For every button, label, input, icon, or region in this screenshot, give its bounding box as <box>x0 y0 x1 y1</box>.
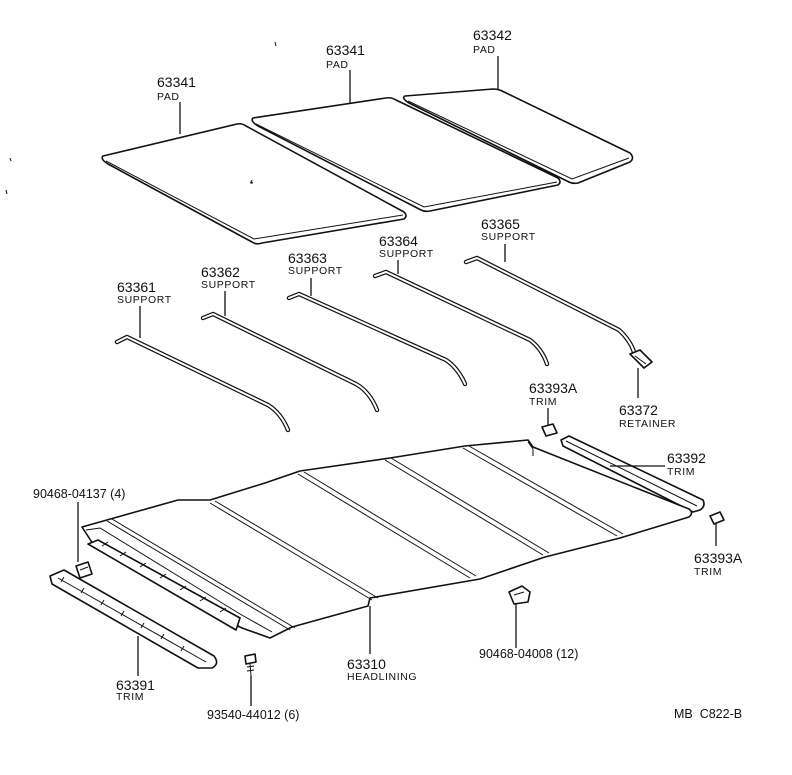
reference-code: MB C822-B <box>674 707 742 721</box>
svg-text:TRIM: TRIM <box>694 566 722 578</box>
label-support-1: 63361 SUPPORT <box>117 279 172 306</box>
label-clip-4137: 90468-04137 (4) <box>33 487 125 501</box>
trim-clip-top <box>541 423 558 437</box>
svg-text:63341: 63341 <box>326 42 365 58</box>
pad-left <box>101 122 407 245</box>
svg-text:TRIM: TRIM <box>529 396 557 408</box>
pad-middle <box>251 96 561 213</box>
svg-text:RETAINER: RETAINER <box>619 418 676 430</box>
clip-90468-04008 <box>508 585 531 605</box>
label-clip-4008: 90468-04008 (12) <box>479 647 578 661</box>
label-support-4: 63364 SUPPORT <box>379 233 434 260</box>
retainer-clip <box>629 349 653 369</box>
trim-clip-bottom <box>709 511 725 525</box>
svg-text:63372: 63372 <box>619 402 658 418</box>
trim-strip-63391 <box>49 569 218 669</box>
label-trim-391: 63391 TRIM <box>116 677 155 703</box>
pad-mark <box>249 179 254 185</box>
label-trim-393a-bottom: 63393A TRIM <box>694 550 743 578</box>
svg-text:63365: 63365 <box>481 216 520 232</box>
scan-speck <box>274 41 277 47</box>
support-rod-3 <box>286 291 468 387</box>
scan-speck <box>5 189 8 195</box>
svg-text:63392: 63392 <box>667 450 706 466</box>
label-screw: 93540-44012 (6) <box>207 708 299 722</box>
svg-text:63363: 63363 <box>288 250 327 266</box>
screw-93540-44012 <box>244 653 257 677</box>
svg-text:SUPPORT: SUPPORT <box>117 294 172 306</box>
svg-text:63310: 63310 <box>347 656 386 672</box>
headlining-panel <box>81 439 693 639</box>
scan-speck <box>9 157 12 162</box>
pad-right <box>402 88 634 185</box>
support-rod-4 <box>372 269 550 367</box>
svg-text:63393A: 63393A <box>694 550 743 566</box>
label-retainer: 63372 RETAINER <box>619 402 676 430</box>
label-pad-left: 63341 PAD <box>157 74 196 103</box>
svg-text:63342: 63342 <box>473 27 512 43</box>
svg-text:TRIM: TRIM <box>667 466 695 478</box>
support-rod-2 <box>200 311 380 413</box>
svg-text:63361: 63361 <box>117 279 156 295</box>
label-trim-392: 63392 TRIM <box>667 450 706 478</box>
label-headlining: 63310 HEADLINING <box>347 656 417 683</box>
svg-text:PAD: PAD <box>473 44 496 56</box>
svg-text:63391: 63391 <box>116 677 155 693</box>
label-support-2: 63362 SUPPORT <box>201 264 256 291</box>
label-trim-393a-top: 63393A TRIM <box>529 380 578 408</box>
svg-text:63364: 63364 <box>379 233 418 249</box>
clip-90468-04137 <box>75 561 93 579</box>
label-support-3: 63363 SUPPORT <box>288 250 343 277</box>
leader-lines <box>77 56 717 706</box>
svg-text:SUPPORT: SUPPORT <box>481 231 536 243</box>
svg-text:PAD: PAD <box>157 91 180 103</box>
label-support-5: 63365 SUPPORT <box>481 216 536 243</box>
trim-strip-63392 <box>560 435 705 513</box>
svg-text:HEADLINING: HEADLINING <box>347 671 417 683</box>
svg-text:63341: 63341 <box>157 74 196 90</box>
svg-text:SUPPORT: SUPPORT <box>379 248 434 260</box>
svg-text:SUPPORT: SUPPORT <box>201 279 256 291</box>
support-rod-1 <box>114 334 291 433</box>
svg-text:63393A: 63393A <box>529 380 578 396</box>
label-pad-middle: 63341 PAD <box>326 42 365 71</box>
svg-text:63362: 63362 <box>201 264 240 280</box>
svg-text:PAD: PAD <box>326 59 349 71</box>
svg-text:SUPPORT: SUPPORT <box>288 265 343 277</box>
label-pad-right: 63342 PAD <box>473 27 512 56</box>
support-rod-5 <box>463 255 637 355</box>
svg-text:TRIM: TRIM <box>116 691 144 703</box>
